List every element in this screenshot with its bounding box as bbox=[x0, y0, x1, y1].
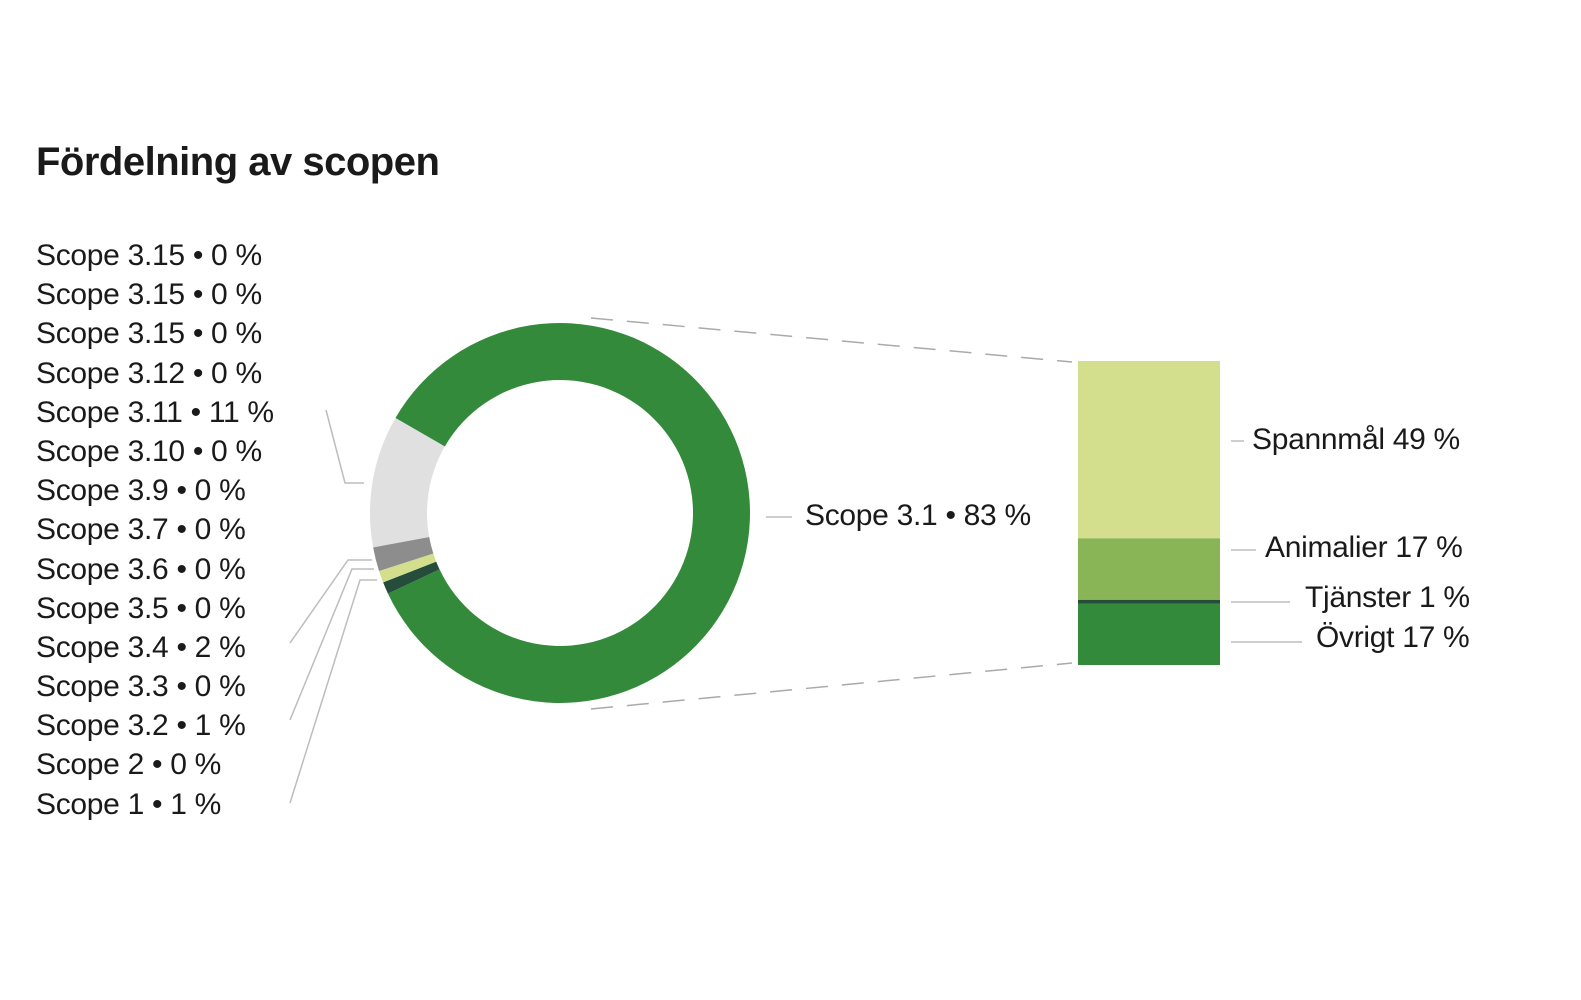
bar-segment-animalier bbox=[1078, 538, 1220, 600]
connector-bottom bbox=[590, 662, 1073, 710]
legend-label: Scope 3.3 • 0 % bbox=[36, 670, 246, 704]
legend-label: Scope 3.10 • 0 % bbox=[36, 434, 262, 468]
legend-label: Scope 3.7 • 0 % bbox=[36, 513, 246, 547]
legend-label: Scope 3.11 • 11 % bbox=[36, 395, 274, 429]
donut-chart bbox=[370, 323, 750, 703]
stacked-bar bbox=[1078, 361, 1220, 665]
bar-segment-övrigt bbox=[1078, 603, 1220, 665]
leader-lines bbox=[289, 409, 1302, 804]
bar-segment-tjänster bbox=[1078, 599, 1220, 604]
label-scope-3-1: Scope 3.1 • 83 % bbox=[805, 499, 1031, 532]
label-ovrigt: Övrigt 17 % bbox=[1316, 621, 1470, 654]
leader-scope-3-11 bbox=[325, 409, 364, 484]
donut-slice-scope-3-1 bbox=[387, 323, 750, 703]
legend-label: Scope 3.4 • 2 % bbox=[36, 630, 246, 664]
zoom-connectors bbox=[590, 317, 1073, 710]
label-spannmal: Spannmål 49 % bbox=[1252, 423, 1460, 456]
donut-slice-scope-3-11 bbox=[370, 418, 445, 548]
leader-scope-3-4 bbox=[289, 559, 372, 644]
legend-label: Scope 3.15 • 0 % bbox=[36, 239, 262, 272]
legend-label: Scope 2 • 0 % bbox=[36, 748, 222, 782]
label-tjanster: Tjänster 1 % bbox=[1305, 581, 1470, 614]
legend-label: Scope 3.2 • 1 % bbox=[36, 709, 246, 743]
legend-label: Scope 3.9 • 0 % bbox=[36, 474, 246, 508]
legend-label: Scope 3.15 • 0 % bbox=[36, 317, 262, 351]
legend-label: Scope 3.12 • 0 % bbox=[36, 356, 262, 390]
connector-top bbox=[590, 317, 1073, 363]
legend-label: Scope 3.5 • 0 % bbox=[36, 591, 246, 625]
legend-label: Scope 3.15 • 0 % bbox=[36, 278, 262, 312]
legend-label: Scope 1 • 1 % bbox=[36, 787, 222, 821]
legend-label: Scope 3.6 • 0 % bbox=[36, 552, 246, 586]
label-animalier: Animalier 17 % bbox=[1265, 531, 1463, 564]
chart-title: Fördelning av scopen bbox=[36, 140, 440, 184]
leader-scope-3-2 bbox=[289, 568, 374, 721]
leader-scope-1 bbox=[289, 579, 377, 804]
donut-slice-scope-3-2 bbox=[379, 553, 437, 583]
donut-slice-scope-3-4 bbox=[373, 537, 434, 571]
bar-segment-spannmål bbox=[1078, 361, 1220, 539]
donut-slice-scope-1 bbox=[383, 561, 440, 594]
legend-labels: Scope 3.15 • 0 % Scope 3.15 • 0 % Scope 3.… bbox=[36, 236, 274, 824]
